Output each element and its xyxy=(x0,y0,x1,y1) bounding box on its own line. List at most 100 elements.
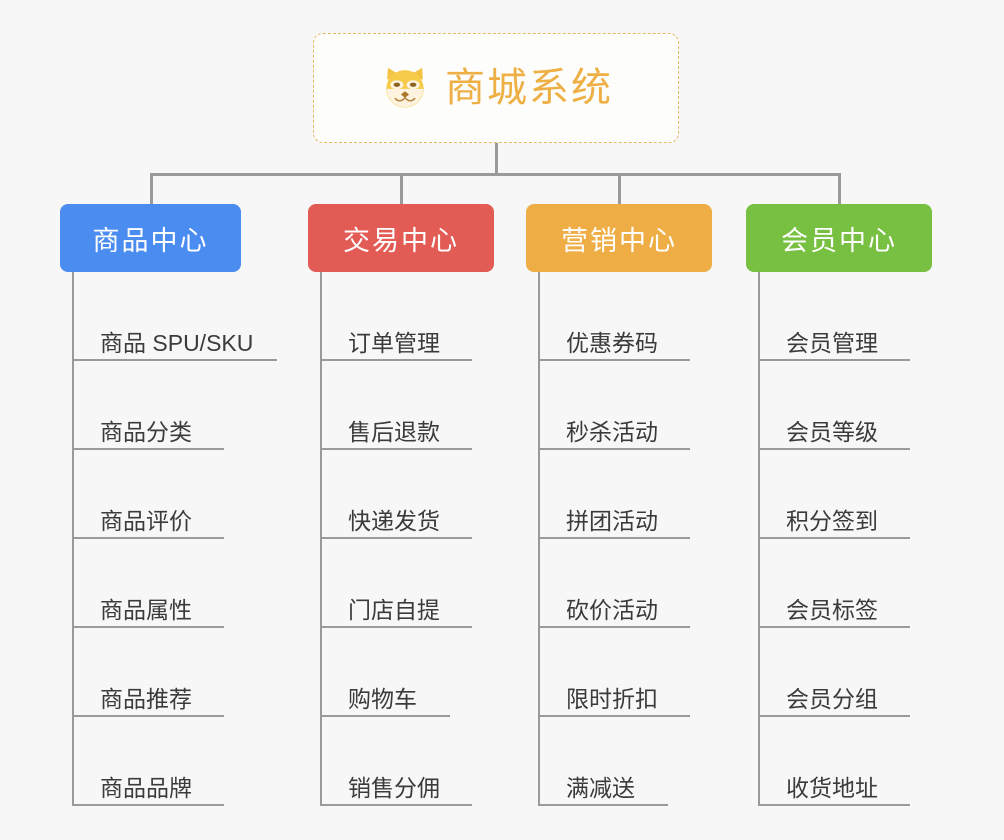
branch-spine-0 xyxy=(72,272,74,806)
connector-drop-1 xyxy=(400,173,403,205)
list-item[interactable]: 商品 SPU/SKU xyxy=(60,272,277,361)
leaf-label: 限时折扣 xyxy=(566,686,658,712)
list-item[interactable]: 商品评价 xyxy=(60,450,241,539)
branch-column-1: 交易中心 订单管理 售后退款 快递发货 门店自提 购物车 xyxy=(308,204,494,806)
leaf-label: 购物车 xyxy=(348,686,417,712)
leaf-label: 商品属性 xyxy=(100,597,192,623)
leaf-underline xyxy=(538,715,690,717)
leaf-underline xyxy=(758,715,910,717)
leaf-label: 会员分组 xyxy=(786,686,878,712)
list-item[interactable]: 商品推荐 xyxy=(60,628,241,717)
leaf-label: 商品分类 xyxy=(100,419,192,445)
list-item[interactable]: 商品品牌 xyxy=(60,717,241,806)
leaf-label: 门店自提 xyxy=(348,597,440,623)
branch-header-1[interactable]: 交易中心 xyxy=(308,204,494,272)
branch-spine-1 xyxy=(320,272,322,806)
list-item[interactable]: 会员管理 xyxy=(746,272,932,361)
connector-drop-0 xyxy=(150,173,153,205)
leaf-list-0: 商品 SPU/SKU 商品分类 商品评价 商品属性 商品推荐 商品品牌 xyxy=(60,272,277,806)
branch-title-3: 会员中心 xyxy=(781,225,897,256)
leaf-label: 商品品牌 xyxy=(100,775,192,801)
leaf-label: 商品 SPU/SKU xyxy=(100,330,254,356)
leaf-label: 快递发货 xyxy=(348,508,440,534)
list-item[interactable]: 优惠券码 xyxy=(526,272,712,361)
leaf-underline xyxy=(320,448,472,450)
leaf-label: 满减送 xyxy=(566,775,635,801)
leaf-label: 砍价活动 xyxy=(566,597,658,623)
list-item[interactable]: 拼团活动 xyxy=(526,450,712,539)
list-item[interactable]: 会员标签 xyxy=(746,539,932,628)
leaf-underline xyxy=(538,626,690,628)
branch-column-2: 营销中心 优惠券码 秒杀活动 拼团活动 砍价活动 限时折扣 xyxy=(526,204,712,806)
shiba-dog-icon xyxy=(386,67,424,108)
root-node[interactable]: 商城系统 xyxy=(313,33,679,143)
root-label: 商城系统 xyxy=(445,66,613,110)
leaf-underline xyxy=(758,804,910,806)
leaf-label: 优惠券码 xyxy=(566,330,658,356)
list-item[interactable]: 砍价活动 xyxy=(526,539,712,628)
list-item[interactable]: 售后退款 xyxy=(308,361,494,450)
branch-title-2: 营销中心 xyxy=(561,225,677,256)
leaf-underline xyxy=(538,359,690,361)
leaf-label: 会员等级 xyxy=(786,419,878,445)
leaf-list-3: 会员管理 会员等级 积分签到 会员标签 会员分组 收货地址 xyxy=(746,272,932,806)
leaf-underline xyxy=(320,626,472,628)
leaf-underline xyxy=(758,359,910,361)
connector-root-stem xyxy=(495,143,498,175)
leaf-underline xyxy=(72,715,224,717)
list-item[interactable]: 会员分组 xyxy=(746,628,932,717)
branch-header-2[interactable]: 营销中心 xyxy=(526,204,712,272)
leaf-underline xyxy=(758,537,910,539)
branch-header-0[interactable]: 商品中心 xyxy=(60,204,241,272)
leaf-label: 秒杀活动 xyxy=(566,419,658,445)
list-item[interactable]: 门店自提 xyxy=(308,539,494,628)
connector-drop-2 xyxy=(618,173,621,205)
branch-title-0: 商品中心 xyxy=(92,225,209,256)
leaf-label: 会员管理 xyxy=(786,330,878,356)
list-item[interactable]: 销售分佣 xyxy=(308,717,494,806)
leaf-label: 售后退款 xyxy=(348,419,440,445)
leaf-underline xyxy=(320,537,472,539)
leaf-label: 收货地址 xyxy=(786,775,878,801)
leaf-underline xyxy=(758,448,910,450)
leaf-underline xyxy=(72,359,277,361)
leaf-underline xyxy=(758,626,910,628)
list-item[interactable]: 会员等级 xyxy=(746,361,932,450)
branch-header-3[interactable]: 会员中心 xyxy=(746,204,932,272)
branch-column-3: 会员中心 会员管理 会员等级 积分签到 会员标签 会员分组 xyxy=(746,204,932,806)
list-item[interactable]: 商品分类 xyxy=(60,361,241,450)
list-item[interactable]: 订单管理 xyxy=(308,272,494,361)
list-item[interactable]: 积分签到 xyxy=(746,450,932,539)
leaf-underline xyxy=(320,359,472,361)
leaf-underline xyxy=(538,537,690,539)
leaf-label: 积分签到 xyxy=(786,508,878,534)
leaf-list-2: 优惠券码 秒杀活动 拼团活动 砍价活动 限时折扣 满减送 xyxy=(526,272,712,806)
leaf-underline xyxy=(72,537,224,539)
list-item[interactable]: 秒杀活动 xyxy=(526,361,712,450)
list-item[interactable]: 满减送 xyxy=(526,717,712,806)
list-item[interactable]: 限时折扣 xyxy=(526,628,712,717)
leaf-label: 拼团活动 xyxy=(566,508,658,534)
connector-bus xyxy=(150,173,840,176)
leaf-label: 订单管理 xyxy=(348,330,440,356)
leaf-underline xyxy=(538,804,668,806)
leaf-label: 商品推荐 xyxy=(100,686,192,712)
leaf-underline xyxy=(72,448,224,450)
connector-drop-3 xyxy=(838,173,841,205)
leaf-underline xyxy=(320,804,472,806)
list-item[interactable]: 购物车 xyxy=(308,628,494,717)
branch-spine-2 xyxy=(538,272,540,806)
branch-column-0: 商品中心 商品 SPU/SKU 商品分类 商品评价 商品属性 商品推荐 xyxy=(60,204,277,806)
branch-spine-3 xyxy=(758,272,760,806)
leaf-label: 商品评价 xyxy=(100,508,192,534)
list-item[interactable]: 收货地址 xyxy=(746,717,932,806)
leaf-label: 会员标签 xyxy=(786,597,878,623)
leaf-underline xyxy=(320,715,450,717)
list-item[interactable]: 快递发货 xyxy=(308,450,494,539)
branch-title-1: 交易中心 xyxy=(343,225,459,256)
leaf-list-1: 订单管理 售后退款 快递发货 门店自提 购物车 销售分佣 xyxy=(308,272,494,806)
list-item[interactable]: 商品属性 xyxy=(60,539,241,628)
leaf-underline xyxy=(538,448,690,450)
leaf-underline xyxy=(72,626,224,628)
